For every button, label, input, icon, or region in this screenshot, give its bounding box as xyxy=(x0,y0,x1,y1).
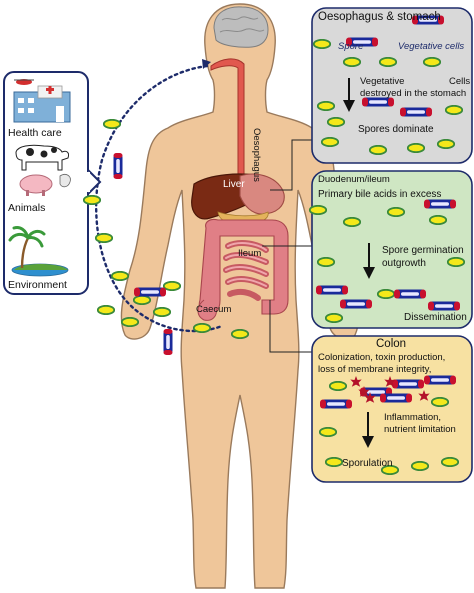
text-membrane: loss of membrane integrity, xyxy=(318,364,432,375)
caecum xyxy=(197,299,217,321)
spore-icon xyxy=(111,271,129,281)
environment-icon xyxy=(8,226,69,277)
spore-icon xyxy=(193,323,211,333)
spore-icon xyxy=(441,457,459,467)
spore-icon xyxy=(319,427,337,437)
vegetative-cell-icon xyxy=(394,289,426,299)
label-environment: Environment xyxy=(8,279,67,291)
spore-icon xyxy=(407,143,425,153)
label-ileum: Ileum xyxy=(238,248,262,259)
label-health-care: Health care xyxy=(8,127,62,139)
text-germination: Spore germination xyxy=(382,245,464,256)
text-destroyed: destroyed in the stomach xyxy=(360,88,467,99)
spore-icon xyxy=(231,329,249,339)
vegetative-cell-icon xyxy=(428,301,460,311)
vegetative-cell-icon xyxy=(320,399,352,409)
spore-icon xyxy=(133,295,151,305)
spore-icon xyxy=(369,145,387,155)
leader-lines xyxy=(262,139,312,353)
spore-icon xyxy=(321,137,339,147)
spore-icon xyxy=(103,119,121,129)
text-bile-acids: Primary bile acids in excess xyxy=(318,189,442,200)
spore-icon xyxy=(325,457,343,467)
spore-icon xyxy=(343,57,361,67)
transmission-path xyxy=(95,64,224,333)
text-cells: Cells xyxy=(449,76,471,87)
spore-icon xyxy=(327,117,345,127)
spore-icon xyxy=(313,39,331,49)
label-animals: Animals xyxy=(8,202,46,214)
spore-icon xyxy=(121,317,139,327)
text-sporulation: Sporulation xyxy=(342,458,393,469)
spore-icon xyxy=(83,195,101,205)
spore-icon xyxy=(379,57,397,67)
stomach xyxy=(239,173,285,215)
spore-icon xyxy=(447,257,465,267)
transmission-arrowhead xyxy=(202,59,211,69)
vegetative-cell-icon xyxy=(316,285,348,295)
spore-icon xyxy=(325,313,343,323)
vegetative-cell-icon xyxy=(380,393,412,403)
title-duodenum-ileum: Duodenum/ileum xyxy=(318,174,390,185)
title-colon: Colon xyxy=(376,338,407,350)
panel-oesophagus-stomach xyxy=(311,7,473,164)
vegetative-cell-icon xyxy=(340,299,372,309)
vegetative-cell-icon xyxy=(134,287,166,297)
text-nutrient: nutrient limitation xyxy=(384,424,456,435)
hospital-icon xyxy=(13,79,71,123)
label-caecum: Caecum xyxy=(196,304,232,315)
text-vegetative: Vegetative xyxy=(360,76,405,87)
label-oesophagus: Oesophagus xyxy=(251,128,262,182)
spore-icon xyxy=(309,205,327,215)
vegetative-cell-icon xyxy=(392,379,424,389)
text-spores-dominate: Spores dominate xyxy=(358,124,434,135)
spore-icon xyxy=(163,281,181,291)
vegetative-cell-icon xyxy=(400,107,432,117)
title-oesophagus-stomach: Oesophagus & stomach xyxy=(318,11,441,23)
text-dissemination: Dissemination xyxy=(404,312,467,323)
spore-icon xyxy=(387,207,405,217)
spore-icon xyxy=(437,139,455,149)
spore-icon xyxy=(95,233,113,243)
legend-vegetative: Vegetative cells xyxy=(398,41,465,52)
text-inflammation: Inflammation, xyxy=(384,412,442,423)
spore-icon xyxy=(411,461,429,471)
label-liver: Liver xyxy=(223,179,245,190)
text-outgrowth: outgrowth xyxy=(382,258,426,269)
spore-icon xyxy=(97,305,115,315)
spore-icon xyxy=(343,217,361,227)
brain xyxy=(213,6,269,48)
spore-icon xyxy=(317,101,335,111)
spore-icon xyxy=(329,381,347,391)
spore-icon xyxy=(431,397,449,407)
spore-icon xyxy=(429,215,447,225)
spore-icon xyxy=(317,257,335,267)
vegetative-cell-icon xyxy=(424,375,456,385)
spore-icon xyxy=(445,105,463,115)
spore-icon xyxy=(153,307,171,317)
vegetative-cell-icon xyxy=(163,329,173,355)
spore-icon xyxy=(377,289,395,299)
vegetative-cell-icon xyxy=(424,199,456,209)
legend-spore: Spore xyxy=(338,41,364,52)
panel-colon xyxy=(311,335,473,483)
human-body xyxy=(120,3,360,589)
panel-duodenum-ileum xyxy=(311,170,473,329)
animals-icon xyxy=(15,144,71,196)
spore-icon xyxy=(423,57,441,67)
vegetative-cell-icon xyxy=(113,153,123,179)
text-colonization: Colonization, toxin production, xyxy=(318,352,446,363)
